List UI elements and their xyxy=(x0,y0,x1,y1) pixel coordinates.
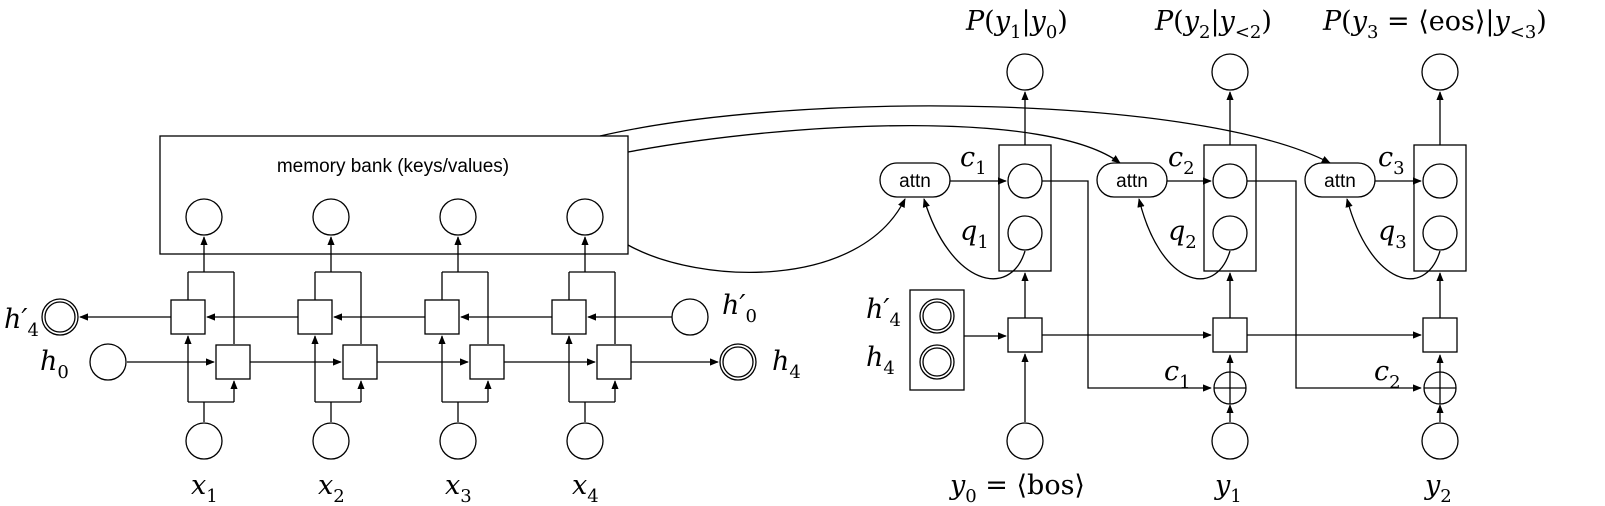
encoder-step-3 xyxy=(424,236,505,460)
decoder-input-node xyxy=(1211,422,1249,460)
query-label: q3 xyxy=(1378,216,1407,253)
context-label: c2 xyxy=(1168,142,1195,179)
decoder-input-node xyxy=(1006,422,1044,460)
context-node xyxy=(1007,163,1043,199)
attn-box xyxy=(1304,162,1376,198)
h0-node xyxy=(89,343,127,381)
output-node xyxy=(1421,53,1459,91)
memory-node xyxy=(312,198,350,236)
input-node xyxy=(439,422,477,460)
forward-rnn-cell xyxy=(342,344,378,380)
feed-context-label: c2 xyxy=(1374,356,1401,393)
output-label-3: P(y3 = ⟨eos⟩|y<3) xyxy=(1322,6,1547,43)
output-node xyxy=(1006,53,1044,91)
input-feeding: c1 c2 xyxy=(1042,180,1459,460)
x2-label: x2 xyxy=(318,470,345,506)
encoder-step-4 xyxy=(551,236,632,460)
forward-rnn-cell xyxy=(596,344,632,380)
attn-label: attn xyxy=(1116,171,1148,192)
x3-label: x3 xyxy=(445,470,472,506)
memory-bank-box xyxy=(159,135,629,255)
query-node xyxy=(1007,215,1043,251)
encoder: memory bank (keys/values) xyxy=(4,135,801,506)
backward-rnn-cell xyxy=(170,299,206,335)
query-label: q1 xyxy=(960,216,989,253)
forward-rnn-cell xyxy=(469,344,505,380)
decoder-rnn-cell xyxy=(1007,317,1043,353)
init-h4-label: h4 xyxy=(866,342,895,379)
attn-label: attn xyxy=(1324,171,1356,192)
x1-label: x1 xyxy=(191,470,218,506)
attn-label: attn xyxy=(899,171,931,192)
memory-node xyxy=(439,198,477,236)
backward-rnn-cell xyxy=(297,299,333,335)
query-label: q2 xyxy=(1168,216,1197,253)
h0-label: h0 xyxy=(40,346,69,383)
init-state-node-inner xyxy=(922,347,952,377)
forward-rnn-cell xyxy=(215,344,251,380)
decoder-input-label-2: y2 xyxy=(1424,470,1452,506)
backward-rnn-cell xyxy=(551,299,587,335)
input-node xyxy=(312,422,350,460)
decoder-step-1: attn c1 q1 xyxy=(879,53,1052,460)
decoder-rnn-cell xyxy=(1422,317,1458,353)
output-node xyxy=(1211,53,1249,91)
output-label-2: P(y2|y<2) xyxy=(1154,6,1272,43)
h4-prime-label: h′4 xyxy=(4,304,39,341)
h0-prime-label: h′0 xyxy=(722,290,757,327)
decoder: h′4 h4 attn c1 q1 xyxy=(599,6,1547,506)
encoder-step-2 xyxy=(297,236,378,460)
decoder-step-2: attn c2 q2 xyxy=(1096,53,1257,318)
context-label: c1 xyxy=(960,142,987,179)
h4-prime-node-inner xyxy=(44,301,76,333)
context-label: c3 xyxy=(1378,142,1405,179)
memory-node xyxy=(185,198,223,236)
init-h4-prime-label: h′4 xyxy=(866,294,901,331)
decoder-rnn-cell xyxy=(1212,317,1248,353)
attn-box xyxy=(879,162,951,198)
decoder-input-node xyxy=(1421,422,1459,460)
decoder-input-label-1: y1 xyxy=(1214,470,1242,506)
memory-bank-label: memory bank (keys/values) xyxy=(277,156,509,177)
init-state-node-inner xyxy=(922,301,952,331)
x4-label: x4 xyxy=(572,470,599,506)
input-node xyxy=(566,422,604,460)
attn-box xyxy=(1096,162,1168,198)
query-node xyxy=(1212,215,1248,251)
decoder-step-3: attn c3 q3 xyxy=(1304,53,1467,318)
output-label-1: P(y1|y0) xyxy=(965,6,1068,43)
backward-rnn-cell xyxy=(424,299,460,335)
input-node xyxy=(185,422,223,460)
context-node xyxy=(1422,163,1458,199)
h4-label: h4 xyxy=(772,346,801,383)
query-node xyxy=(1422,215,1458,251)
memory-node xyxy=(566,198,604,236)
decoder-input-label-0: y0 = ⟨bos⟩ xyxy=(949,470,1085,506)
h0-prime-node xyxy=(671,298,709,336)
context-node xyxy=(1212,163,1248,199)
h4-node-inner xyxy=(722,346,754,378)
encoder-step-1 xyxy=(170,236,251,460)
